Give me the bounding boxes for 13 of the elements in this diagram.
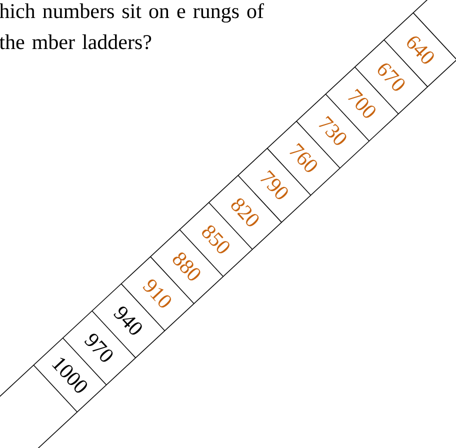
rung-number: 850: [202, 225, 230, 254]
rung-number: 940: [114, 306, 142, 335]
rung-number: 880: [172, 252, 200, 280]
rung-number: 700: [348, 88, 376, 118]
rung-number: 970: [84, 334, 113, 362]
rung-number: 730: [318, 116, 346, 145]
rung-number: 640: [407, 36, 434, 64]
rung-number: 820: [231, 198, 259, 226]
rung-number: 760: [290, 143, 318, 172]
rung-number: 1000: [52, 358, 87, 393]
rung-number: 910: [142, 280, 172, 308]
rung-number: 670: [378, 64, 405, 91]
rung-number: 790: [260, 170, 288, 200]
